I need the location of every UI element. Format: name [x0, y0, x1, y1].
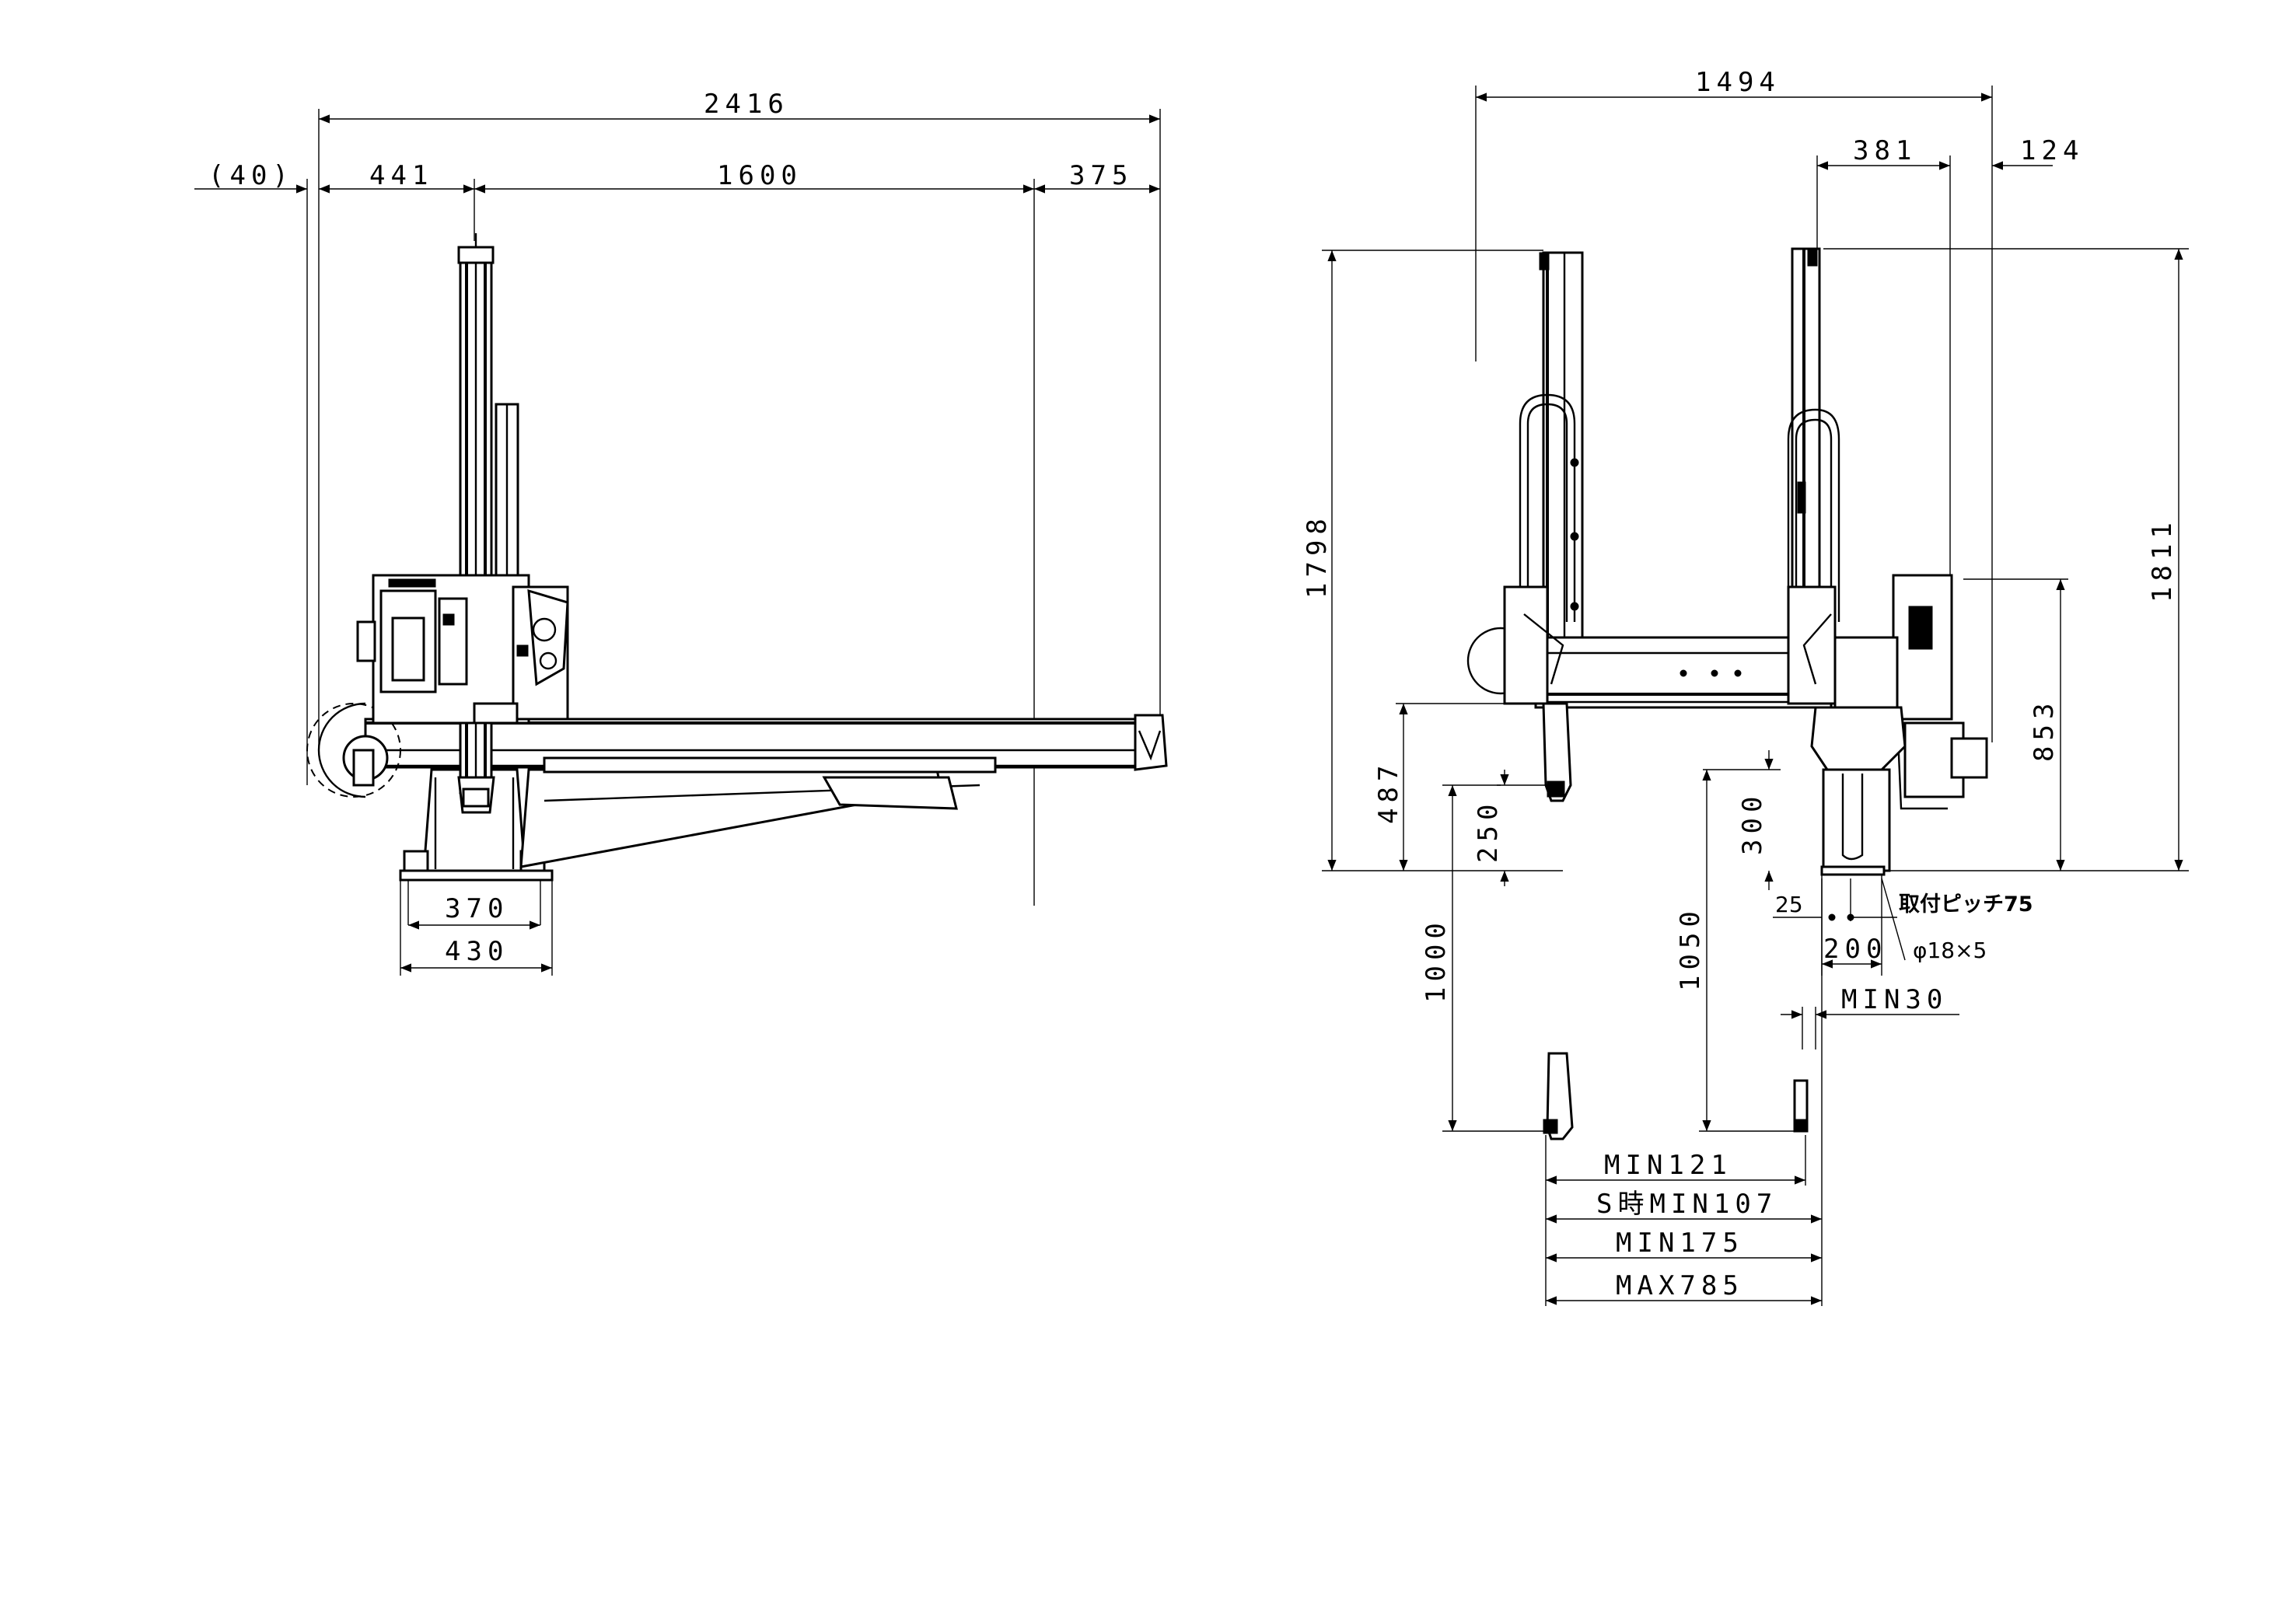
- dim-stroke-length: 1600: [717, 160, 802, 191]
- carriage-block: [356, 574, 569, 725]
- dim-base-inner: 370: [445, 893, 509, 924]
- dim-height-right: 1811: [2147, 517, 2178, 602]
- dim-arm-offset-left: 250: [1473, 799, 1504, 863]
- dim-beam-height: 487: [1373, 760, 1404, 824]
- front-motor-box: [1833, 574, 1988, 810]
- front-cross-beam: [1466, 585, 1837, 709]
- front-left-arm: [1519, 251, 1584, 705]
- dim-upper-right-a: 381: [1853, 135, 1917, 166]
- dim-vertical-stroke-right: 1050: [1675, 906, 1706, 991]
- dim-total-width: 2416: [704, 89, 789, 120]
- dim-min-121: MIN121: [1604, 1150, 1732, 1181]
- dim-left-section: 441: [369, 160, 433, 191]
- pedestal: [399, 768, 554, 882]
- dim-bolt-offset: 25: [1775, 892, 1803, 917]
- front-view: 1494 381 124 1798 487 250 1000 300: [1302, 67, 2189, 1306]
- dim-height-left: 1798: [1302, 513, 1333, 599]
- dim-min-gap: MIN30: [1841, 984, 1948, 1015]
- dim-right-section: 375: [1069, 160, 1133, 191]
- dim-s-min-107: S時MIN107: [1596, 1189, 1777, 1220]
- support-brace: [519, 768, 980, 868]
- dim-column-height: 853: [2029, 698, 2060, 762]
- pulley-wheel: [306, 702, 401, 798]
- dim-upper-right-b: 124: [2020, 135, 2084, 166]
- dim-max-785: MAX785: [1616, 1270, 1744, 1301]
- traverse-beam: [364, 714, 1168, 774]
- gripper-upper: [1542, 702, 1572, 802]
- dim-vertical-stroke-left: 1000: [1421, 917, 1452, 1003]
- dim-arm-offset-right: 300: [1737, 791, 1768, 855]
- dim-bolt-span: 200: [1823, 934, 1887, 965]
- dim-base-outer: 430: [445, 936, 509, 967]
- dim-min-175: MIN175: [1616, 1228, 1744, 1259]
- side-view: 2416 (40) 441 1600 375 370 430: [194, 89, 1168, 976]
- dim-offset-left: (40): [208, 160, 294, 191]
- front-pedestal: [1810, 706, 1907, 876]
- gripper-lower: [1543, 1052, 1809, 1140]
- dim-front-total-width: 1494: [1695, 67, 1781, 98]
- label-bolt-holes: φ18×5: [1913, 938, 1987, 963]
- label-mounting-pitch: 取付ピッチ75: [1899, 892, 2033, 917]
